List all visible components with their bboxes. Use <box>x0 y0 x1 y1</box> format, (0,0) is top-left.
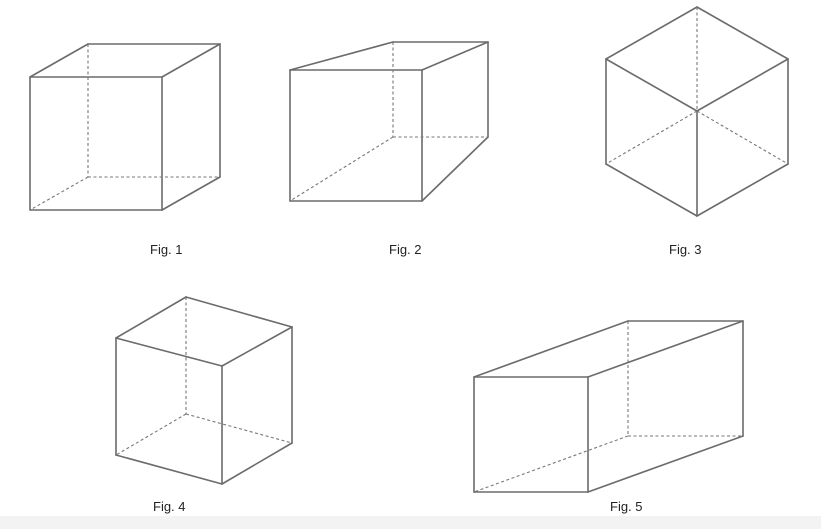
fig2-edge <box>421 41 489 71</box>
figure-3-cube: Fig. 3 <box>605 6 789 257</box>
fig1-edge <box>161 43 221 78</box>
figure-2-caption: Fig. 2 <box>389 242 422 257</box>
fig4-edge <box>115 454 223 485</box>
fig4-edge <box>221 442 293 485</box>
fig5-hidden-edge <box>473 435 629 493</box>
fig3-edge <box>696 6 789 60</box>
fig3-edge <box>605 163 698 217</box>
figure-1-cube: Fig. 1 <box>29 43 221 257</box>
figure-5-caption: Fig. 5 <box>610 499 643 514</box>
figure-4-caption: Fig. 4 <box>153 499 186 514</box>
fig1-hidden-edge <box>29 176 89 211</box>
fig1-edge <box>161 176 221 211</box>
fig4-hidden-edge <box>185 413 293 444</box>
fig5-edge <box>473 320 629 378</box>
fig3-edge <box>605 58 698 112</box>
fig3-edge <box>696 163 789 217</box>
figure-2-cube: Fig. 2 <box>289 41 489 257</box>
fig3-edge <box>696 58 789 112</box>
fig5-edge <box>587 435 744 493</box>
fig4-hidden-edge <box>115 413 187 456</box>
fig3-hidden-edge <box>605 110 698 165</box>
fig4-edge <box>185 296 293 328</box>
fig2-edge <box>421 136 489 202</box>
fig4-edge <box>115 337 223 367</box>
bottom-strip <box>0 516 821 529</box>
fig4-edge <box>221 326 293 367</box>
fig2-hidden-edge <box>289 136 394 202</box>
figure-3-caption: Fig. 3 <box>669 242 702 257</box>
fig1-edge <box>29 43 89 78</box>
fig3-edge <box>605 6 698 60</box>
fig2-edge <box>289 41 394 71</box>
figure-5-prism: Fig. 5 <box>473 320 744 514</box>
figure-4-cube: Fig. 4 <box>115 296 293 514</box>
fig5-edge <box>587 320 744 378</box>
fig4-edge <box>115 296 187 339</box>
figure-1-caption: Fig. 1 <box>150 242 183 257</box>
fig3-hidden-edge <box>696 110 789 165</box>
